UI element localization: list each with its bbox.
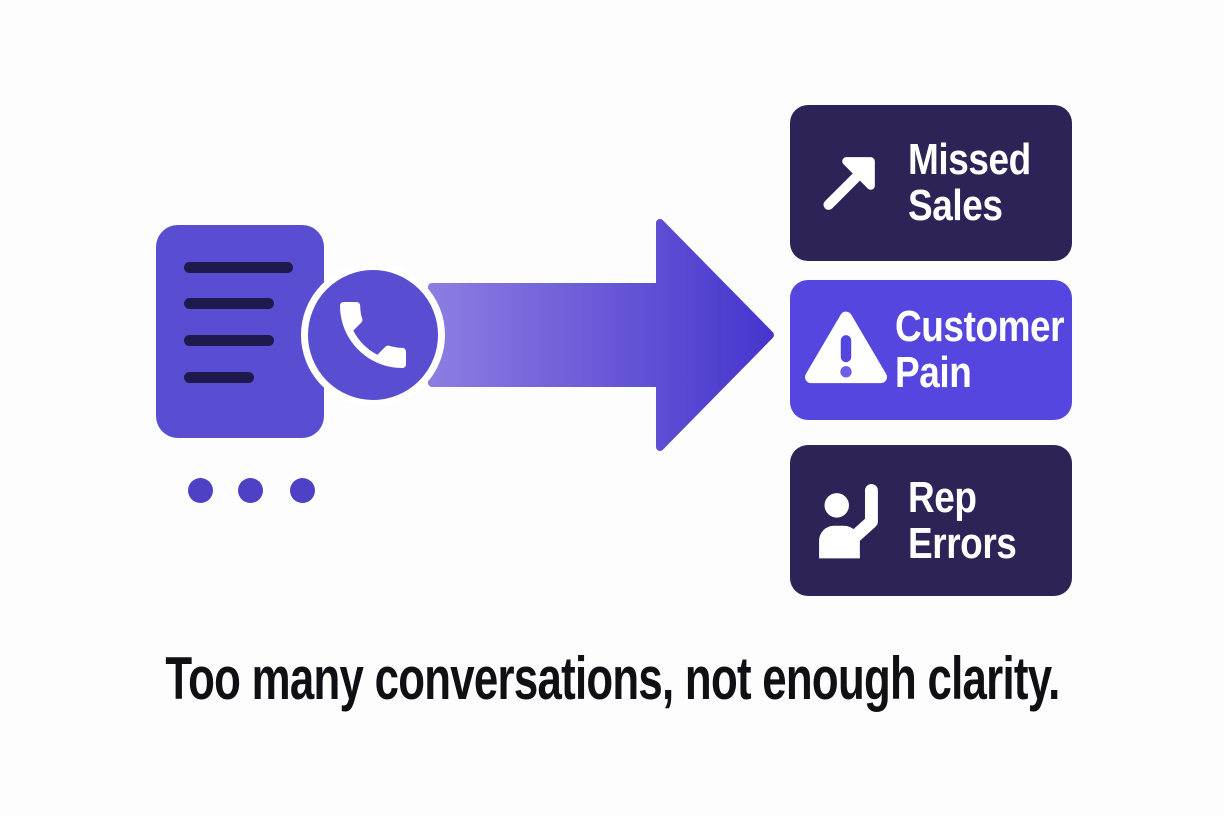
- outcome-label-line2: Pain: [895, 348, 972, 397]
- outcome-label-line2: Errors: [908, 518, 1017, 568]
- ellipsis-dot: [290, 478, 315, 503]
- document-text-line: [184, 372, 254, 383]
- person-raising-hand-icon: [790, 483, 908, 559]
- outcome-label-line2: Sales: [908, 181, 1003, 230]
- outcome-label-line1: Customer: [895, 302, 1065, 352]
- outcome-label-line1: Rep: [908, 472, 977, 522]
- document-text-line: [184, 298, 274, 309]
- caption: Too many conversations, not enough clari…: [0, 646, 1224, 712]
- trending-up-icon: [790, 149, 908, 217]
- ellipsis-dot: [188, 478, 213, 503]
- flow-arrow-right-icon: [428, 219, 774, 451]
- outcome-label-line1: Missed: [908, 135, 1031, 185]
- document-icon: [156, 225, 324, 438]
- document-text-line: [184, 335, 274, 346]
- phone-call-icon: [340, 302, 406, 368]
- phone-call-badge: [301, 263, 445, 407]
- ellipsis-dot: [238, 478, 263, 503]
- caption-text: Too many conversations, not enough clari…: [165, 645, 1060, 712]
- warning-triangle-icon: [790, 309, 902, 391]
- document-text-line: [184, 262, 293, 273]
